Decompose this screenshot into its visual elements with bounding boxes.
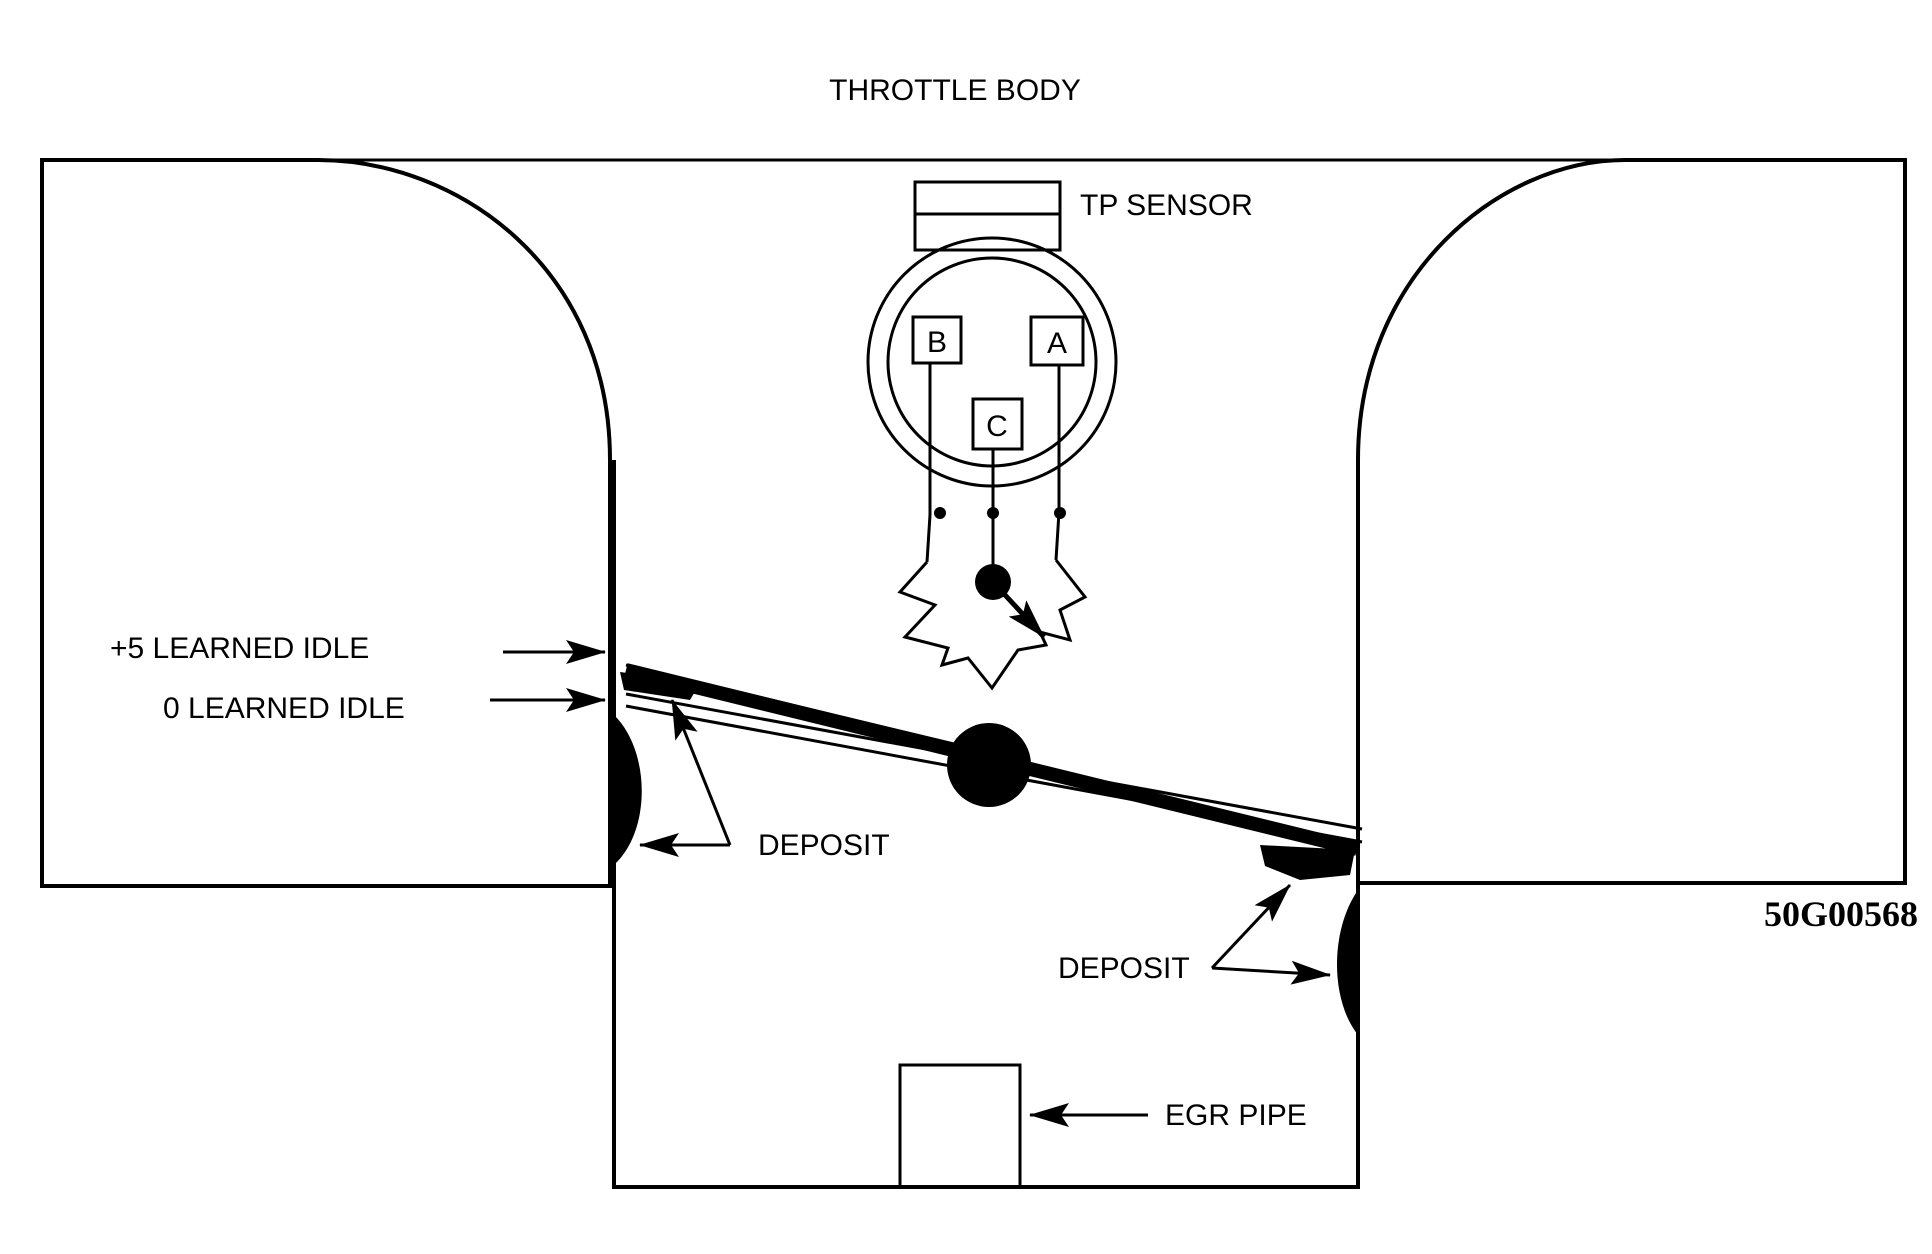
figure-code: 50G00568 <box>1764 894 1918 934</box>
diagram-title: THROTTLE BODY <box>829 74 1081 107</box>
deposit-left-label: DEPOSIT <box>758 829 890 862</box>
zero-learned-idle-label: 0 LEARNED IDLE <box>163 692 405 725</box>
svg-text:C: C <box>986 410 1008 443</box>
sensor-pin-a <box>1029 315 1085 367</box>
sensor-pin-b <box>911 315 963 365</box>
plus5-learned-idle-label: +5 LEARNED IDLE <box>110 632 369 665</box>
egr-pipe <box>898 1063 1022 1189</box>
tp-sensor: B A C <box>866 180 1118 691</box>
throttle-plate <box>620 663 1363 880</box>
egr-pipe-label: EGR PIPE <box>1165 1099 1307 1132</box>
throttle-body-outline <box>40 158 1907 1189</box>
svg-text:A: A <box>1047 327 1067 360</box>
svg-text:B: B <box>927 326 947 359</box>
tp-sensor-label: TP SENSOR <box>1080 189 1253 222</box>
throttle-shaft <box>947 723 1031 807</box>
sensor-pin-c <box>971 397 1024 451</box>
deposit-left-wall <box>614 715 642 865</box>
deposit-right-wall <box>1337 890 1358 1035</box>
deposit-right-label: DEPOSIT <box>1058 952 1190 985</box>
